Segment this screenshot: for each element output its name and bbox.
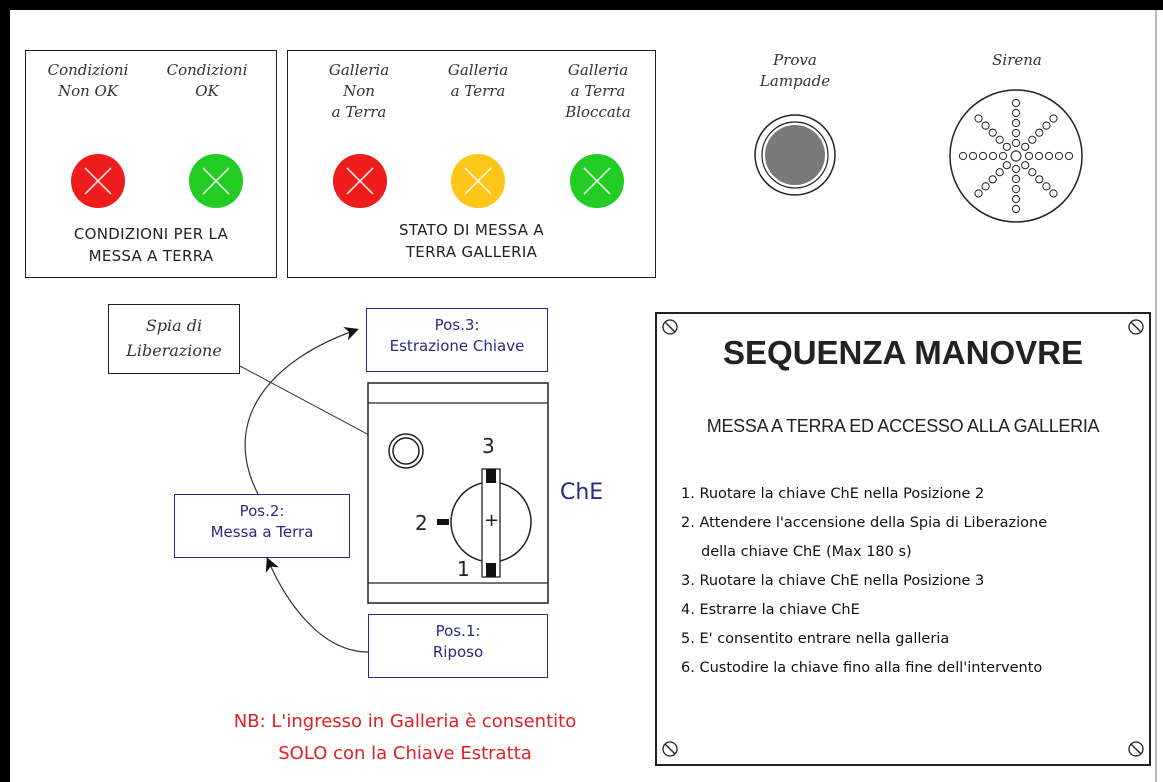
- siren-hole: [1042, 121, 1051, 130]
- siren-hole: [1035, 128, 1044, 137]
- siren-hole: [974, 114, 983, 123]
- siren-hole: [988, 151, 998, 161]
- siren-hole: [1011, 128, 1021, 138]
- position-number-2: 2: [415, 511, 428, 535]
- screw-icon: [662, 741, 678, 757]
- sequence-step: 6. Custodire la chiave fino alla fine de…: [681, 660, 1043, 676]
- siren-hole: [1011, 194, 1021, 204]
- siren-hole: [1021, 142, 1030, 151]
- siren-hole: [998, 151, 1008, 161]
- green-indicator-lamp: [570, 154, 624, 208]
- siren-hole: [1024, 151, 1034, 161]
- lamp-label-not-grounded: Galleria Non a Terra: [328, 61, 390, 121]
- sequence-step: 1. Ruotare la chiave ChE nella Posizione…: [681, 486, 985, 502]
- siren-hole: [1064, 151, 1074, 161]
- left-border: [0, 0, 10, 782]
- siren-hole: [968, 151, 978, 161]
- conditions-box: Condizioni Non OK Condizioni OK CONDIZIO…: [25, 50, 277, 278]
- release-light-icon: [388, 433, 424, 469]
- siren-hole: [1002, 142, 1011, 151]
- siren-hole: [981, 121, 990, 130]
- siren-hole: [988, 128, 997, 137]
- top-border: [0, 0, 1163, 10]
- siren-hole: [1011, 164, 1021, 174]
- siren-icon: [949, 89, 1083, 223]
- siren-hole: [995, 168, 1004, 177]
- siren-label: Sirena: [992, 51, 1042, 69]
- siren-hole: [1002, 161, 1011, 170]
- siren-hole: [995, 135, 1004, 144]
- screw-icon: [1128, 319, 1144, 335]
- siren-hole: [1044, 151, 1054, 161]
- key-selector-switch[interactable]: [430, 462, 540, 582]
- siren-hole: [958, 151, 968, 161]
- siren-hole: [1011, 204, 1021, 214]
- position-number-1: 1: [457, 557, 470, 581]
- grounding-state-caption: STATO DI MESSA A TERRA GALLERIA: [399, 221, 544, 261]
- sequence-plate: SEQUENZA MANOVRE MESSA A TERRA ED ACCESS…: [655, 312, 1151, 766]
- red-indicator-lamp: [333, 154, 387, 208]
- position-number-3: 3: [482, 434, 495, 458]
- yellow-indicator-lamp: [451, 154, 505, 208]
- grounding-state-box: Galleria Non a Terra Galleria a Terra Ga…: [287, 50, 656, 278]
- right-border: [1155, 10, 1157, 782]
- sequence-step: 2. Attendere l'accensione della Spia di …: [681, 515, 1048, 531]
- position-1-box: Pos.1: Riposo: [368, 614, 548, 678]
- conditions-caption: CONDIZIONI PER LA MESSA A TERRA: [73, 225, 229, 265]
- siren-hole: [981, 182, 990, 191]
- siren-hole: [1049, 189, 1058, 198]
- sequence-step: 5. E' consentito entrare nella galleria: [681, 631, 950, 647]
- lamp-test-button[interactable]: [750, 110, 840, 200]
- siren-hole: [1011, 174, 1021, 184]
- sequence-title: SEQUENZA MANOVRE: [723, 334, 1083, 371]
- siren-hole: [1034, 151, 1044, 161]
- lamp-label-grounded-locked: Galleria a Terra Bloccata: [565, 61, 631, 121]
- siren-hole: [1054, 151, 1064, 161]
- sequence-step: 4. Estrarre la chiave ChE: [681, 602, 860, 618]
- center-plus: +: [484, 510, 500, 531]
- screw-icon: [1128, 741, 1144, 757]
- screw-icon: [662, 319, 678, 335]
- release-light-label: Spia di Liberazione: [108, 304, 240, 374]
- lamp-label-conditions-ok: Condizioni OK: [166, 61, 248, 100]
- position-2-box: Pos.2: Messa a Terra: [174, 494, 350, 558]
- lamp-label-grounded: Galleria a Terra: [447, 61, 509, 100]
- siren-hole: [1028, 168, 1037, 177]
- siren-hole: [1035, 175, 1044, 184]
- siren-hole: [1011, 138, 1021, 148]
- sequence-step: 3. Ruotare la chiave ChE nella Posizione…: [681, 573, 985, 589]
- siren-hole: [1049, 114, 1058, 123]
- lamp-label-conditions-not-ok: Condizioni Non OK: [47, 61, 129, 100]
- siren-hole: [1021, 161, 1030, 170]
- green-indicator-lamp: [189, 154, 243, 208]
- warning-note: NB: L'ingresso in Galleria è consentito …: [233, 711, 577, 764]
- siren-hole: [1028, 135, 1037, 144]
- test-button-label: Prova Lampade: [759, 51, 831, 90]
- siren-hole: [1011, 184, 1021, 194]
- red-indicator-lamp: [71, 154, 125, 208]
- device-name: ChE: [560, 480, 604, 505]
- siren-hole: [978, 151, 988, 161]
- siren-hole: [1011, 118, 1021, 128]
- siren-hole: [1010, 150, 1022, 162]
- siren-hole: [1042, 182, 1051, 191]
- siren-hole: [1011, 108, 1021, 118]
- sequence-step: della chiave ChE (Max 180 s): [701, 544, 912, 560]
- siren-hole: [988, 175, 997, 184]
- siren-hole: [1011, 98, 1021, 108]
- siren-hole: [974, 189, 983, 198]
- sequence-steps: 1. Ruotare la chiave ChE nella Posizione…: [681, 480, 1047, 683]
- sequence-subtitle: MESSA A TERRA ED ACCESSO ALLA GALLERIA: [706, 416, 1100, 436]
- position-3-box: Pos.3: Estrazione Chiave: [366, 308, 548, 372]
